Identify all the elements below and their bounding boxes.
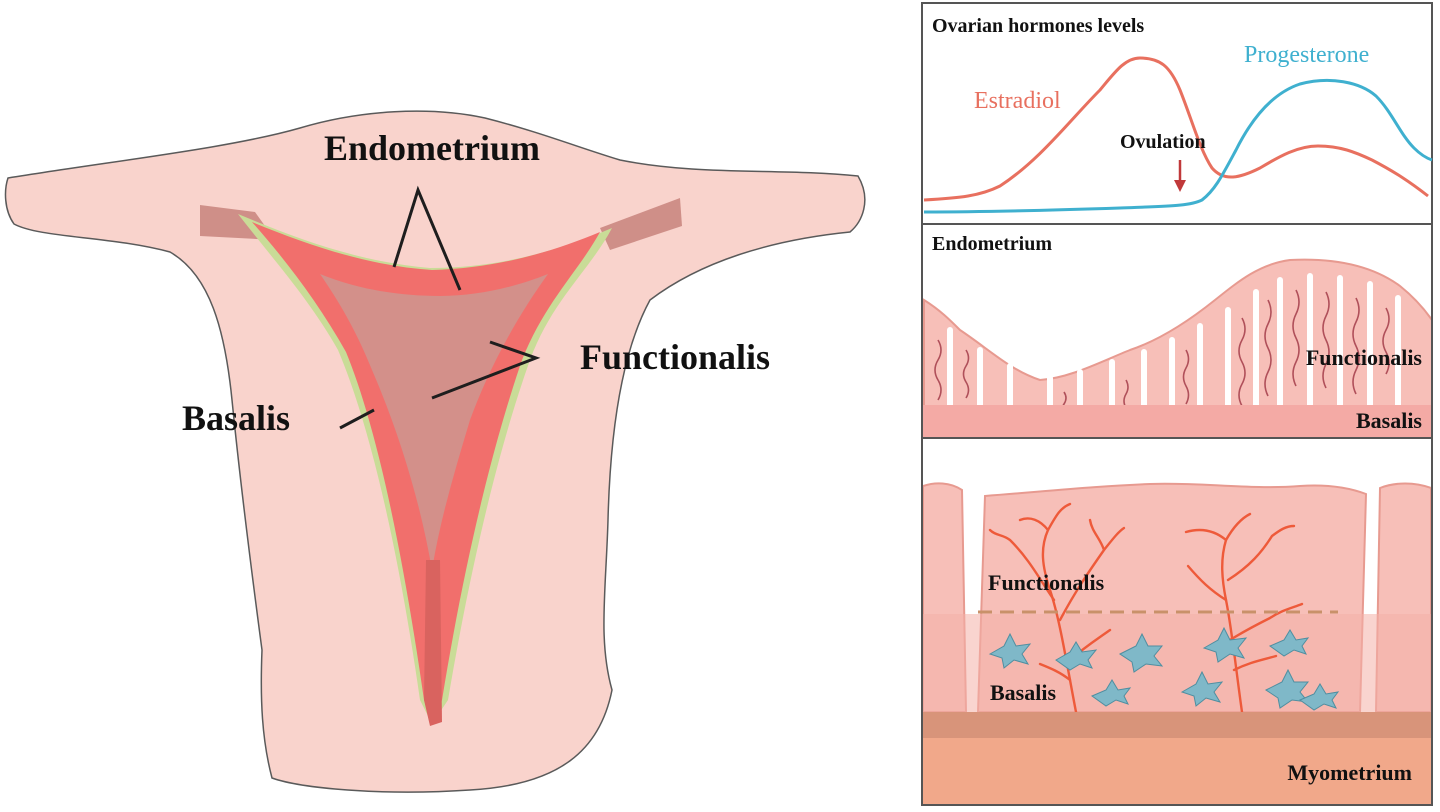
endometrium-leader [392,185,462,291]
endometrium-functionalis-label: Functionalis [1306,345,1423,370]
ovulation-label: Ovulation [1120,131,1206,153]
endometrium-panel-title: Endometrium [932,233,1052,255]
stromal-cell [1119,632,1164,673]
hormones-title: Ovarian hormones levels [932,15,1144,37]
endometrium-basalis-band [923,405,1431,437]
right-tube-stub [600,198,682,250]
stromal-cells [988,626,1340,711]
stromal-cell [1180,670,1224,707]
uterus-functionalis-label: Functionalis [580,337,770,377]
detail-basalis-label: Basalis [990,680,1056,705]
endometrium-basalis-label: Basalis [1356,408,1422,433]
basalis-leader [339,408,375,430]
uterus-endometrium-label: Endometrium [324,128,540,168]
estradiol-label: Estradiol [974,88,1061,114]
stromal-cell [1265,668,1310,709]
stromal-cell [1268,629,1310,657]
functionalis-leader [431,340,541,400]
ovulation-arrow-icon [1174,160,1186,192]
tissue-detail-panel: Functionalis Basalis Myometrium [923,482,1431,804]
stromal-cell [1090,679,1132,707]
detail-functionalis-label: Functionalis [988,570,1105,595]
hormones-panel: Ovarian hormones levels Estradiol Proges… [923,15,1433,214]
myometrium-label: Myometrium [1287,760,1412,785]
progesterone-label: Progesterone [1244,42,1369,68]
spiral-arteries [934,289,1390,417]
uterine-cavity [320,274,548,570]
endometrial-glands [947,273,1401,408]
stromal-cell [1202,626,1248,663]
estradiol-curve [923,56,1429,202]
uterine-canal [424,560,442,726]
uterus-diagram: Endometrium Functionalis Basalis [4,110,866,793]
myometrium-layer [923,738,1431,804]
vessel-network [988,502,1304,714]
endometrium-panel: Endometrium [923,233,1431,437]
stromal-cell [988,632,1032,669]
progesterone-curve [923,78,1433,214]
myometrium-top-band [923,712,1431,738]
stromal-cell [1055,641,1098,671]
leader-lines [339,185,541,430]
right-panels: Ovarian hormones levels Estradiol Proges… [921,2,1433,806]
uterus-basalis-label: Basalis [182,398,290,438]
stromal-cell [1298,683,1340,711]
